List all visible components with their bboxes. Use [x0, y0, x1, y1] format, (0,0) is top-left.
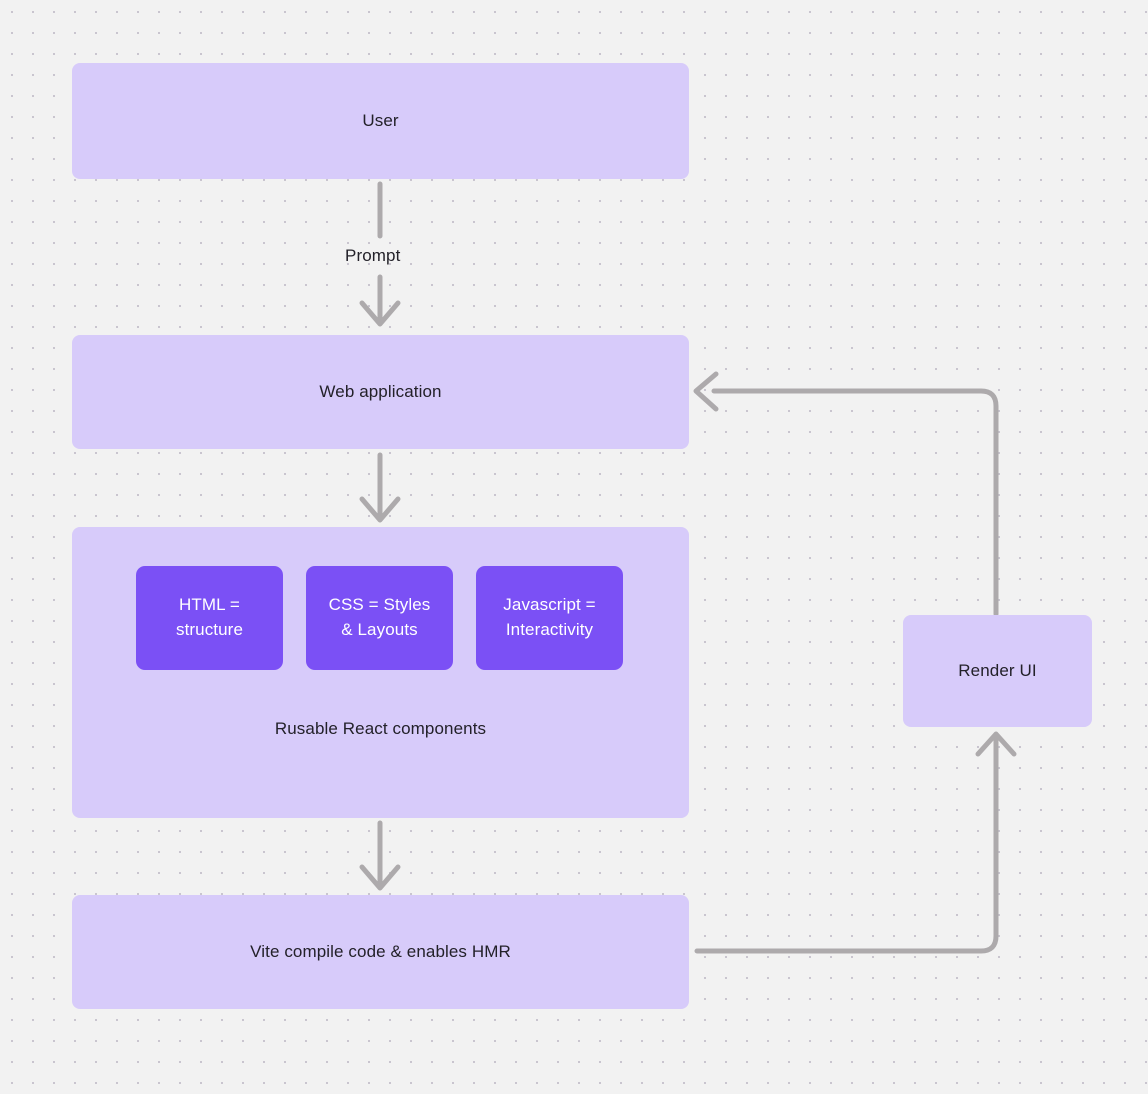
node-user[interactable]: User	[72, 63, 689, 179]
node-css-label-line1: CSS = Styles	[328, 595, 431, 615]
edge-vite-to-render-line	[694, 735, 999, 954]
node-javascript-label: Javascript = Interactivity	[503, 593, 595, 642]
edge-webapp-to-react-arrowhead	[359, 496, 401, 523]
node-javascript-label-line2: Interactivity	[505, 620, 594, 639]
node-css[interactable]: CSS = Styles & Layouts	[306, 566, 453, 670]
edge-vite-to-render-arrowhead	[975, 731, 1017, 757]
edge-prompt-to-webapp-arrowhead	[359, 300, 401, 327]
edge-render-to-webapp-arrowhead	[693, 371, 719, 412]
edge-react-to-vite-arrowhead	[359, 864, 401, 891]
node-vite-label: Vite compile code & enables HMR	[250, 941, 511, 961]
node-web-application[interactable]: Web application	[72, 335, 689, 449]
node-css-label-line2: & Layouts	[341, 620, 418, 639]
node-react-components-label: Rusable React components	[274, 719, 487, 738]
node-html-label: HTML = structure	[176, 593, 243, 642]
edge-label-prompt: Prompt	[345, 246, 401, 265]
node-html[interactable]: HTML = structure	[136, 566, 283, 670]
node-html-label-line1: HTML =	[179, 595, 240, 615]
node-javascript[interactable]: Javascript = Interactivity	[476, 566, 623, 670]
node-user-label: User	[362, 110, 399, 130]
edge-render-to-webapp-line	[711, 388, 999, 617]
node-html-label-line2: structure	[175, 620, 244, 639]
node-web-application-label: Web application	[319, 381, 442, 401]
node-render-ui[interactable]: Render UI	[903, 615, 1092, 727]
node-vite[interactable]: Vite compile code & enables HMR	[72, 895, 689, 1009]
node-css-label: CSS = Styles & Layouts	[329, 593, 431, 642]
node-react-components[interactable]: HTML = structure CSS = Styles & Layouts Ja…	[72, 527, 689, 818]
node-javascript-label-line1: Javascript =	[503, 595, 596, 615]
node-render-ui-label: Render UI	[958, 660, 1037, 680]
